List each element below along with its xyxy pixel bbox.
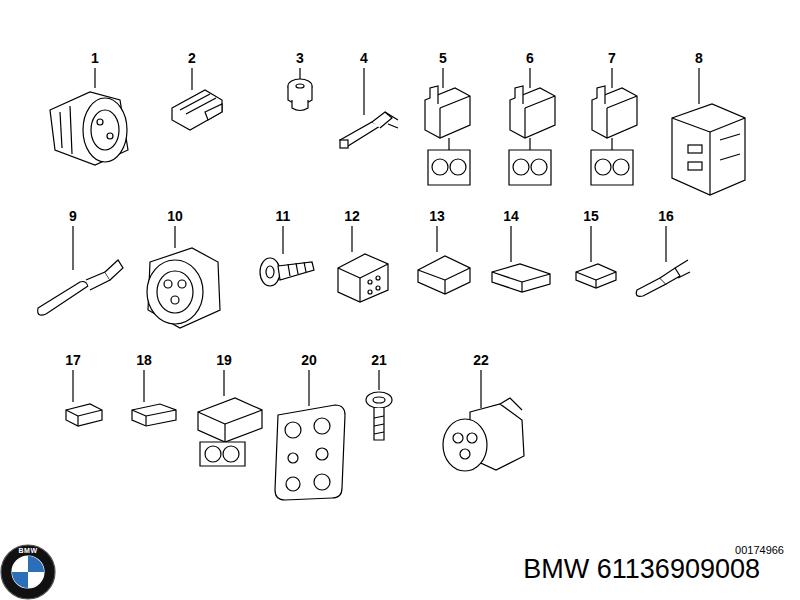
callout-number: 6 <box>525 51 535 65</box>
terminal <box>636 260 690 296</box>
callout-number: 7 <box>607 51 617 65</box>
callout-number: 5 <box>438 51 448 65</box>
plug <box>492 264 550 292</box>
callout-number: 20 <box>300 353 318 367</box>
connector-block <box>338 254 388 302</box>
connector-housing <box>591 86 637 185</box>
terminal <box>38 260 123 315</box>
terminal <box>340 112 398 148</box>
callout-number: 10 <box>166 209 184 223</box>
callout-number: 9 <box>68 209 78 223</box>
callout-number: 8 <box>694 51 704 65</box>
plug <box>418 256 470 294</box>
connector-housing <box>198 398 262 466</box>
callout-number: 22 <box>472 353 490 367</box>
plug <box>132 404 176 426</box>
bmw-logo <box>1 545 55 599</box>
round-connector <box>147 248 220 328</box>
callout-number: 12 <box>343 209 361 223</box>
connector-housing <box>425 86 470 185</box>
callout-number: 17 <box>64 353 82 367</box>
callout-number: 3 <box>295 51 305 65</box>
connector-block <box>672 104 745 195</box>
screw <box>260 258 314 286</box>
round-connector <box>50 92 128 165</box>
callout-number: 4 <box>359 51 369 65</box>
callout-number: 21 <box>370 353 388 367</box>
callout-number: 15 <box>582 209 600 223</box>
part-number: BMW 61136909008 <box>523 556 760 583</box>
grommet <box>288 79 312 111</box>
callout-number: 16 <box>657 209 675 223</box>
plug <box>66 404 102 426</box>
plug <box>576 264 616 288</box>
callout-number: 14 <box>502 209 520 223</box>
callout-number: 11 <box>275 209 292 223</box>
grommet-plate <box>275 405 345 500</box>
flat-plug <box>172 90 222 130</box>
connector-housing <box>509 86 555 185</box>
callout-number: 18 <box>135 353 153 367</box>
plug-stud <box>366 392 392 440</box>
logo-text: BMW <box>19 547 38 554</box>
leader-lines <box>73 68 699 408</box>
callout-number: 1 <box>90 51 100 65</box>
callout-number: 19 <box>215 353 233 367</box>
round-connector <box>443 398 524 471</box>
callout-number: 13 <box>428 209 446 223</box>
diagram-code: 00174966 <box>735 545 784 556</box>
callout-number: 2 <box>187 51 197 65</box>
